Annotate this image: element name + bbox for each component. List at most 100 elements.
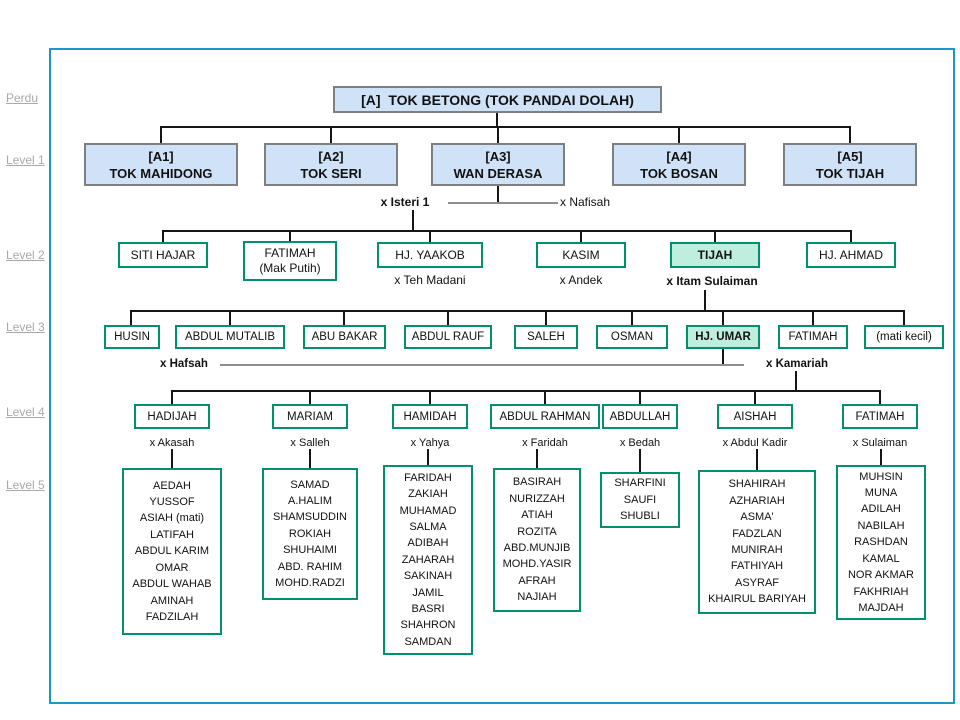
connector-l3-bus (130, 310, 904, 312)
connector-l3-stub (447, 310, 449, 325)
node-name: HJ. YAAKOB (395, 247, 465, 262)
node-name: ABDUL RAHMAN (499, 410, 591, 423)
tree-node-root: [A] TOK BETONG (TOK PANDAI DOLAH) (333, 86, 662, 113)
spouse-label-yahya: x Yahya (410, 437, 450, 449)
children-names: MUHSIN MUNA ADILAH NABILAH RASHDAN KAMAL… (847, 470, 914, 614)
node-code: [A2] (318, 148, 344, 164)
connector-l3-stub (229, 310, 231, 325)
tree-node-mati-kecil: (mati kecil) (864, 325, 944, 349)
connector-l2-stub (714, 230, 716, 243)
tree-node-children-fatimah: MUHSIN MUNA ADILAH NABILAH RASHDAN KAMAL… (836, 465, 926, 620)
nav-link-level-4[interactable]: Level 4 (6, 405, 45, 419)
children-names: FARIDAH ZAKIAH MUHAMAD SALMA ADIBAH ZAHA… (399, 471, 457, 648)
connector-l3-stub (343, 310, 345, 325)
node-code: [A1] (148, 148, 174, 164)
connector-l5-stub (880, 449, 882, 465)
connector-l4-stub (429, 390, 431, 405)
connector-l2-stub (429, 230, 431, 243)
connector-l2-stub (580, 230, 582, 243)
spouse-label-kamariah: x Kamariah (765, 358, 828, 370)
connector-l1-bus (160, 126, 851, 128)
node-alias: (Mak Putih) (259, 261, 321, 275)
tree-node-children-hamidah: FARIDAH ZAKIAH MUHAMAD SALMA ADIBAH ZAHA… (383, 465, 473, 655)
connector-l2-stub (850, 230, 852, 243)
node-code: [A3] (485, 148, 511, 164)
tree-node-siti-hajar: SITI HAJAR (118, 242, 208, 268)
connector-l4-stub (309, 390, 311, 405)
children-names: SHARFINI SAUFI SHUBLI (614, 477, 666, 523)
tree-node-a3: [A3] WAN DERASA (431, 143, 565, 186)
connector-l3-stub (130, 310, 132, 325)
tree-node-hj-yaakob: HJ. YAAKOB (377, 242, 483, 268)
node-name: HUSIN (114, 331, 150, 343)
node-name: FATIMAH (855, 410, 905, 423)
connector-l4-bus (171, 390, 880, 392)
spouse-label-isteri1: x Isteri 1 (380, 195, 430, 209)
connector-l1-stub (160, 126, 162, 143)
tree-node-children-hadijah: AEDAH YUSSOF ASIAH (mati) LATIFAH ABDUL … (122, 468, 222, 635)
connector-kamariah-drop (795, 371, 797, 390)
spouse-label-sulaiman: x Sulaiman (852, 437, 908, 449)
tree-node-hadijah: HADIJAH (134, 404, 210, 429)
tree-node-tijah: TIJAH (670, 242, 760, 268)
tree-node-children-mariam: SAMAD A.HALIM SHAMSUDDIN ROKIAH SHUHAIMI… (262, 468, 358, 600)
node-name: ABDUL RAUF (411, 331, 485, 343)
tree-node-husin: HUSIN (104, 325, 160, 349)
node-name: TOK MAHIDONG (109, 165, 213, 181)
nav-link-level-3[interactable]: Level 3 (6, 320, 45, 334)
tree-node-saleh: SALEH (514, 325, 578, 349)
connector-l5-stub (171, 449, 173, 468)
nav-link-level-1[interactable]: Level 1 (6, 153, 45, 167)
spouse-label-bedah: x Bedah (619, 437, 661, 449)
node-name: OSMAN (610, 331, 654, 343)
tree-node-abdullah: ABDULLAH (602, 404, 678, 429)
spouse-label-teh-madani: x Teh Madani (394, 273, 466, 287)
connector-a3-drop (497, 186, 499, 203)
connector-l3-stub (903, 310, 905, 325)
tree-node-osman: OSMAN (596, 325, 668, 349)
node-name: TOK BOSAN (640, 165, 718, 181)
tree-node-a1: [A1] TOK MAHIDONG (84, 143, 238, 186)
tree-node-a5: [A5] TOK TIJAH (783, 143, 917, 186)
connector-tijah-drop (704, 290, 706, 311)
node-code: [A4] (666, 148, 692, 164)
nav-link-level-5[interactable]: Level 5 (6, 478, 45, 492)
connector-l1-stub (678, 126, 680, 143)
connector-l3-stub (722, 310, 724, 325)
nav-link-level-2[interactable]: Level 2 (6, 248, 45, 262)
node-name: HJ. AHMAD (818, 247, 883, 262)
node-name: HADIJAH (147, 410, 197, 423)
tree-node-fatimah-l3: FATIMAH (778, 325, 848, 349)
connector-hjumar-drop (722, 349, 724, 365)
children-names: AEDAH YUSSOF ASIAH (mati) LATIFAH ABDUL … (132, 479, 212, 623)
node-label: [A] TOK BETONG (TOK PANDAI DOLAH) (361, 91, 634, 108)
tree-node-children-aishah: SHAHIRAH AZHARIAH ASMA' FADZLAN MUNIRAH … (698, 470, 816, 614)
tree-node-children-abdul-rahman: BASIRAH NURIZZAH ATIAH ROZITA ABD.MUNJIB… (493, 468, 581, 612)
node-name: TOK TIJAH (815, 165, 885, 181)
node-name: ABU BAKAR (311, 331, 378, 343)
nav-link-perdu[interactable]: Perdu (6, 91, 39, 105)
connector-l3-stub (812, 310, 814, 325)
connector-l1-stub (330, 126, 332, 143)
connector-l5-stub (536, 449, 538, 468)
connector-l5-stub (427, 449, 429, 465)
node-name: WAN DERASA (453, 165, 543, 181)
node-name: ABDULLAH (609, 410, 671, 423)
connector-l3-stub (545, 310, 547, 325)
spouse-label-abdul-kadir: x Abdul Kadir (722, 437, 788, 449)
tree-node-aishah: AISHAH (717, 404, 793, 429)
spouse-label-andek: x Andek (559, 273, 603, 287)
node-name: SALEH (527, 331, 565, 343)
connector-root-drop (496, 113, 498, 127)
children-names: BASIRAH NURIZZAH ATIAH ROZITA ABD.MUNJIB… (502, 476, 572, 604)
children-names: SHAHIRAH AZHARIAH ASMA' FADZLAN MUNIRAH … (708, 478, 806, 606)
node-name: ABDUL MUTALIB (184, 331, 276, 343)
connector-l5-stub (756, 449, 758, 470)
connector-l4-stub (879, 390, 881, 405)
connector-l4-stub (171, 390, 173, 405)
connector-marriage-line (220, 364, 744, 366)
connector-l5-stub (639, 449, 641, 472)
node-name: TOK SERI (300, 165, 362, 181)
node-name: TIJAH (697, 247, 733, 262)
